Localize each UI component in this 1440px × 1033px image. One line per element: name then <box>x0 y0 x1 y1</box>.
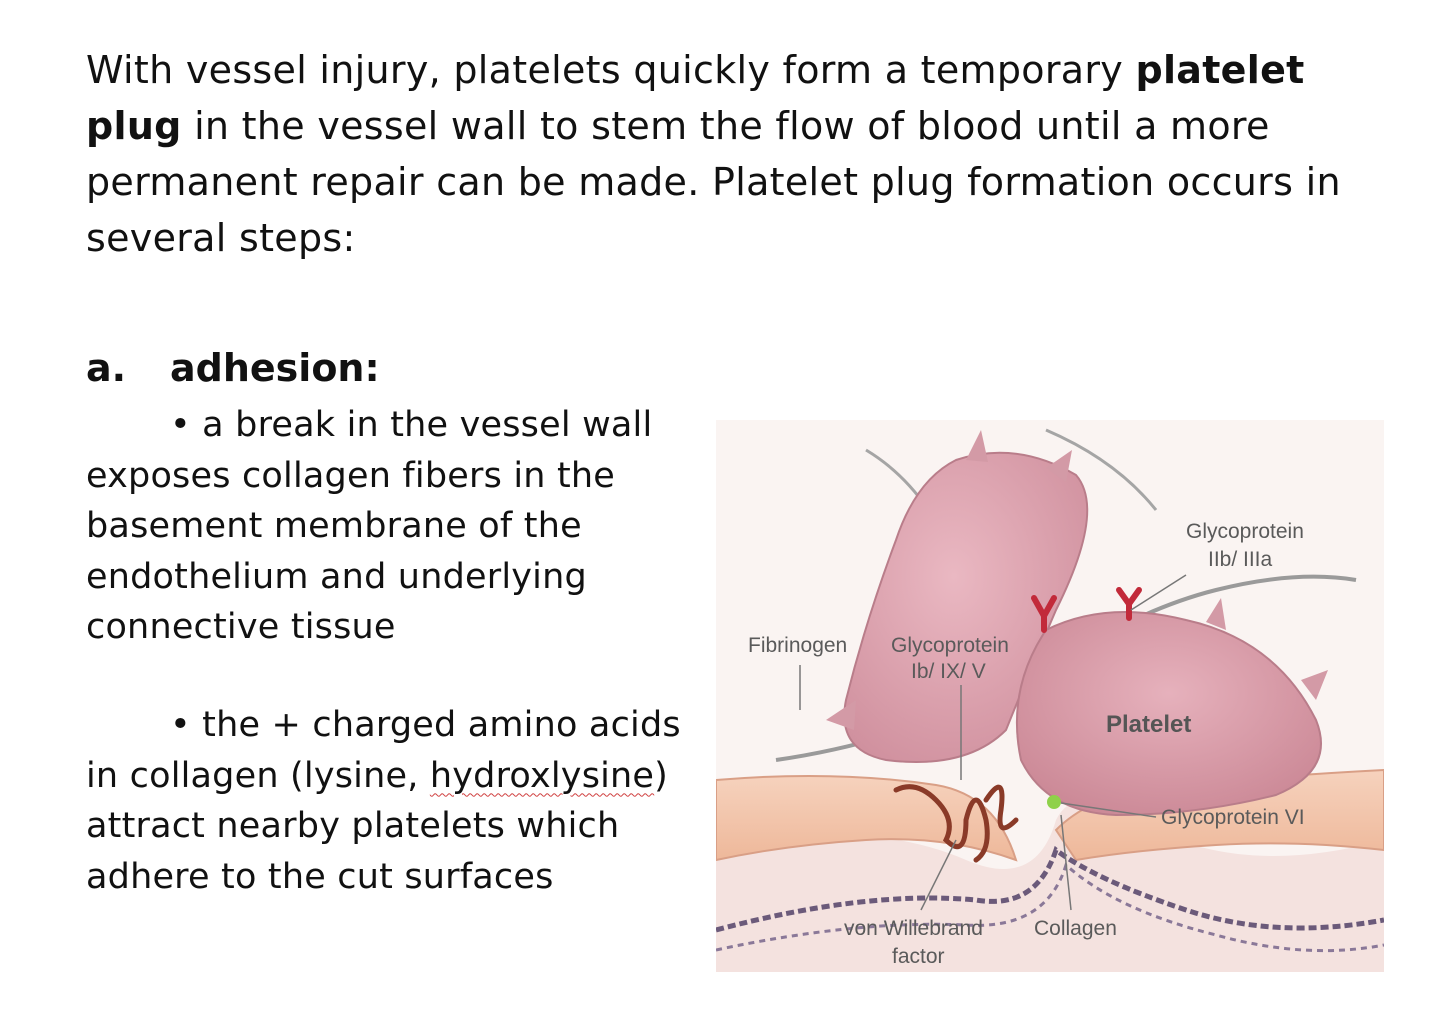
label-gp-iib-iiia-sub: IIb/ IIIa <box>1208 548 1273 571</box>
vessel-wall-left <box>716 775 1018 862</box>
label-fibrinogen: Fibrinogen <box>748 634 847 657</box>
collagen-strand <box>716 845 1384 933</box>
label-collagen: Collagen <box>1034 917 1117 940</box>
bullet-text-end: ) attract nearby platelets which adhere … <box>86 755 669 897</box>
section-title: adhesion: <box>170 346 380 390</box>
section-heading: a. adhesion: <box>86 340 380 396</box>
bullet-text-start: the + charged amino acids in collagen (l… <box>86 705 681 796</box>
gp-vi-receptor <box>1047 795 1061 809</box>
bullet-collagen-exposure: • a break in the vessel wall exposes col… <box>86 400 696 653</box>
gp-iib-iiia-receptor <box>1116 587 1142 621</box>
platelet-lower <box>1015 611 1322 817</box>
platelet-spike <box>1206 598 1226 630</box>
platelet-spike <box>966 430 988 462</box>
bullet-platelet-attraction: • the + charged amino acids in collagen … <box>86 700 696 902</box>
section-letter: a. <box>86 346 127 390</box>
intro-bold-term: platelet plug <box>86 48 1305 148</box>
platelet-spike <box>1301 670 1328 700</box>
platelet-spike <box>826 700 856 730</box>
leader-line <box>920 839 957 911</box>
illustration-svg: Glycoprotein IIb/ IIIa Fibrinogen Glycop… <box>716 428 1384 972</box>
bullet-text: a break in the vessel wall exposes colla… <box>86 405 653 647</box>
label-gp-ib-ix-v-sub: Ib/ IX/ V <box>911 660 986 683</box>
fibrinogen-fiber <box>1045 428 1158 511</box>
platelet-adhesion-illustration: Glycoprotein IIb/ IIIa Fibrinogen Glycop… <box>716 420 1384 972</box>
von-willebrand-factor <box>893 784 1019 863</box>
platelet-spike <box>1046 450 1072 482</box>
leader-line <box>1130 574 1187 611</box>
platelet-upper <box>843 451 1089 763</box>
label-gp-iib-iiia: Glycoprotein <box>1186 520 1304 543</box>
intro-paragraph: With vessel injury, platelets quickly fo… <box>86 42 1376 266</box>
intro-text-start: With vessel injury, platelets quickly fo… <box>86 48 1136 92</box>
intro-text-end: in the vessel wall to stem the flow of b… <box>86 104 1341 260</box>
label-gp-ib-ix-v: Glycoprotein <box>891 634 1009 657</box>
bullet-marker: • <box>170 405 191 445</box>
label-von-willebrand-sub: factor <box>892 945 945 968</box>
leader-line <box>1060 814 1072 911</box>
leader-line <box>1060 802 1157 818</box>
bullet-marker: • <box>170 705 191 745</box>
gp-iib-iiia-receptor <box>1031 595 1057 633</box>
label-von-willebrand: von Willebrand <box>844 917 983 940</box>
spellcheck-underlined-word[interactable]: hydroxlysine <box>429 755 655 796</box>
connective-tissue <box>716 800 1384 972</box>
label-gp-vi: Glycoprotein VI <box>1161 806 1305 829</box>
label-platelet: Platelet <box>1106 711 1191 738</box>
